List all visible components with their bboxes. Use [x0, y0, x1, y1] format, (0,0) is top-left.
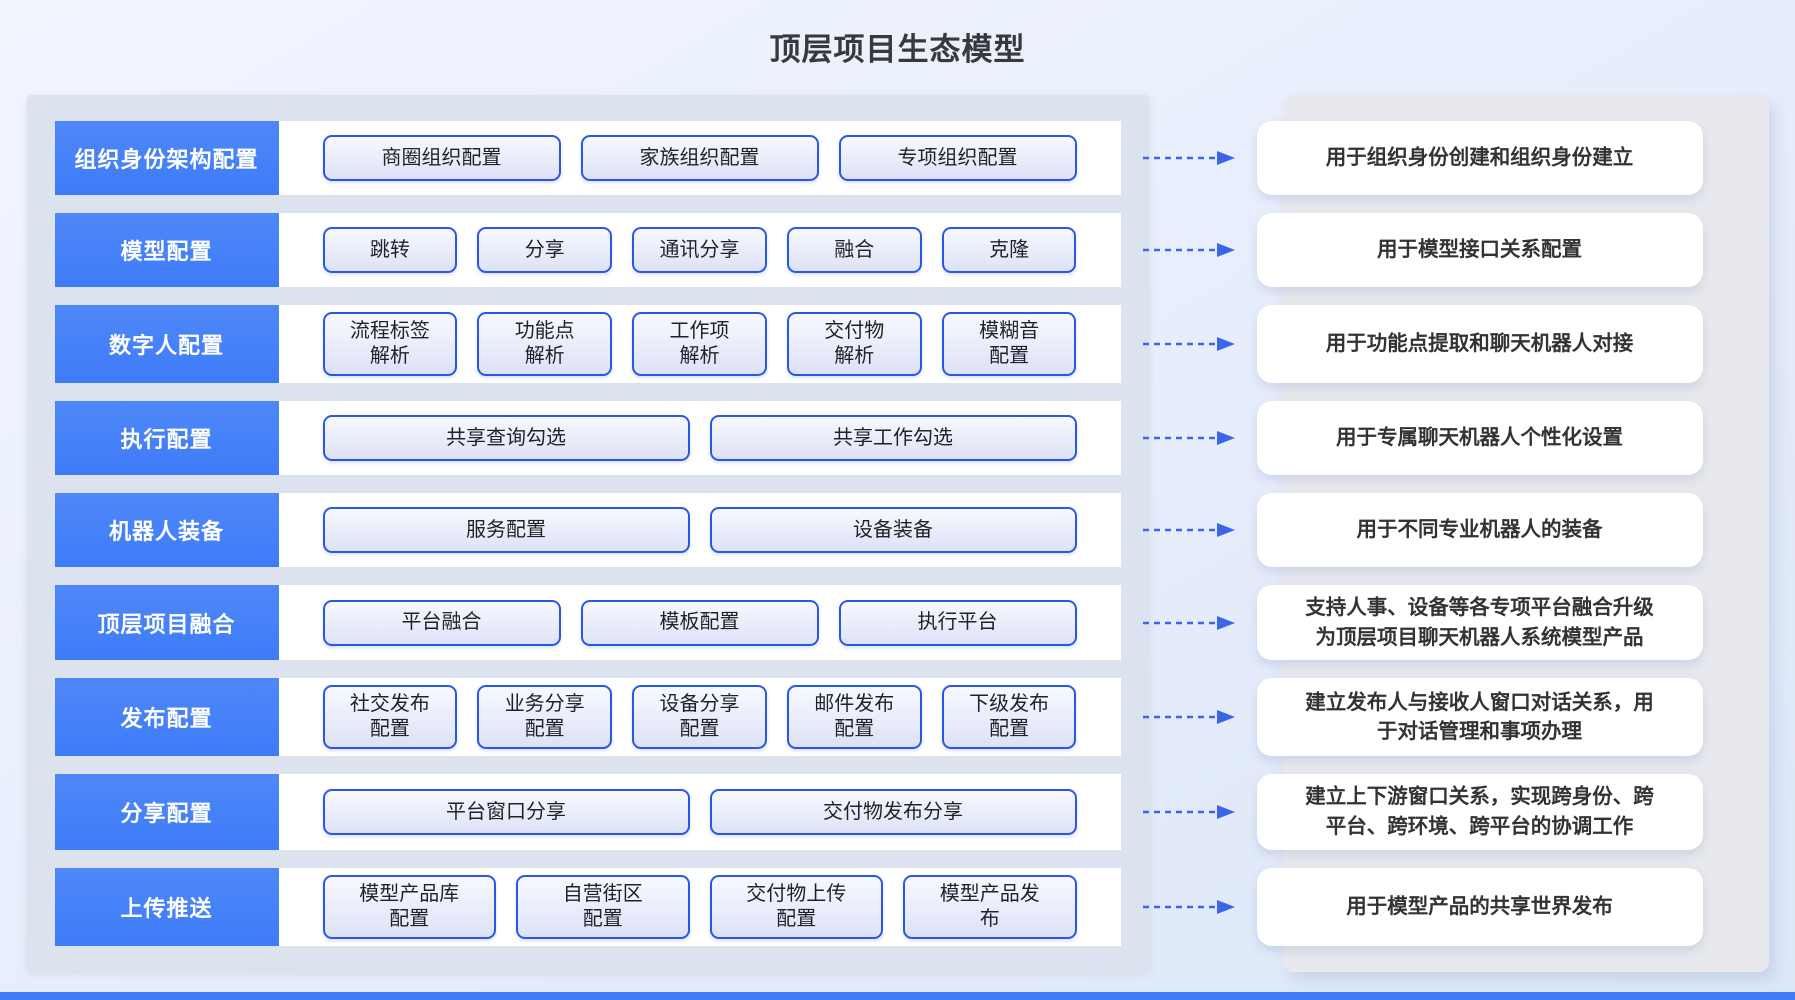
config-row: 顶层项目融合 平台融合模板配置执行平台: [54, 585, 1121, 661]
config-row: 模型配置 跳转分享通讯分享融合克隆: [54, 213, 1121, 287]
page-title: 顶层项目生态模型: [769, 32, 1026, 67]
description-text: 用于模型接口关系配置: [1377, 238, 1582, 262]
dashed-right-arrow-icon: [1121, 774, 1257, 849]
row-label: 执行配置: [54, 401, 279, 475]
item-box: 下级发布 配置: [941, 685, 1077, 750]
item-box: 邮件发布 配置: [786, 685, 922, 750]
row-label: 模型配置: [54, 213, 279, 287]
row-items: 服务配置设备装备: [279, 493, 1121, 567]
row-label: 上传推送: [54, 867, 279, 946]
dashed-right-arrow-icon: [1121, 868, 1257, 946]
item-box: 模型产品发 布: [903, 874, 1077, 939]
item-box: 工作项 解析: [632, 312, 767, 376]
config-row: 发布配置 社交发布 配置业务分享 配置设备分享 配置邮件发布 配置下级发布 配置: [54, 678, 1121, 757]
config-row: 分享配置 平台窗口分享交付物发布分享: [54, 774, 1121, 850]
item-box: 模型产品库 配置: [322, 874, 496, 939]
item-box: 专项组织配置: [838, 135, 1077, 181]
item-box: 流程标签 解析: [322, 312, 458, 376]
description-text: 建立发布人与接收人窗口对话关系，用于对话管理和事项办理: [1305, 690, 1654, 744]
item-box: 执行平台: [838, 599, 1077, 646]
item-box: 模糊音 配置: [941, 312, 1077, 376]
item-box: 分享: [477, 227, 613, 273]
diagram-band: 数字人配置 流程标签 解析功能点 解析工作项 解析交付物 解析模糊音 配置 用于…: [27, 305, 1769, 383]
description-card: 用于模型接口关系配置: [1256, 213, 1703, 287]
item-box: 模板配置: [580, 599, 819, 646]
config-row: 组织身份架构配置 商圈组织配置家族组织配置专项组织配置: [54, 121, 1121, 195]
item-box: 设备装备: [709, 507, 1077, 553]
dashed-right-arrow-icon: [1121, 585, 1257, 660]
description-card: 支持人事、设备等各专项平台融合升级为顶层项目聊天机器人系统模型产品: [1256, 585, 1703, 661]
description-text: 用于专属聊天机器人个性化设置: [1336, 426, 1623, 450]
row-label: 组织身份架构配置: [54, 121, 279, 195]
item-box: 共享工作勾选: [709, 415, 1077, 461]
item-box: 交付物上传 配置: [709, 874, 883, 939]
item-box: 商圈组织配置: [322, 135, 561, 181]
description-card: 建立上下游窗口关系，实现跨身份、跨平台、跨环境、跨平台的协调工作: [1256, 774, 1703, 850]
row-label: 顶层项目融合: [54, 585, 279, 661]
item-box: 社交发布 配置: [322, 685, 458, 750]
diagram-band: 模型配置 跳转分享通讯分享融合克隆 用于模型接口关系配置: [27, 213, 1769, 287]
diagram-band: 执行配置 共享查询勾选共享工作勾选 用于专属聊天机器人个性化设置: [27, 401, 1769, 475]
item-box: 设备分享 配置: [632, 685, 767, 750]
dashed-right-arrow-icon: [1121, 121, 1257, 195]
ecosystem-diagram: 组织身份架构配置 商圈组织配置家族组织配置专项组织配置 用于组织身份创建和组织身…: [26, 95, 1769, 972]
row-label: 机器人装备: [54, 493, 279, 567]
diagram-band: 组织身份架构配置 商圈组织配置家族组织配置专项组织配置 用于组织身份创建和组织身…: [27, 121, 1769, 195]
diagram-band: 机器人装备 服务配置设备装备 用于不同专业机器人的装备: [27, 493, 1769, 567]
item-box: 融合: [786, 227, 922, 273]
description-card: 用于不同专业机器人的装备: [1256, 493, 1703, 567]
config-row: 数字人配置 流程标签 解析功能点 解析工作项 解析交付物 解析模糊音 配置: [54, 305, 1121, 383]
dashed-right-arrow-icon: [1121, 493, 1257, 567]
description-text: 用于组织身份创建和组织身份建立: [1325, 146, 1634, 170]
description-card: 用于专属聊天机器人个性化设置: [1256, 401, 1703, 475]
diagram-band: 顶层项目融合 平台融合模板配置执行平台 支持人事、设备等各专项平台融合升级为顶层…: [27, 585, 1769, 661]
dashed-right-arrow-icon: [1121, 678, 1257, 756]
item-box: 跳转: [322, 227, 458, 273]
row-items: 平台窗口分享交付物发布分享: [279, 774, 1121, 849]
item-box: 功能点 解析: [477, 312, 613, 376]
description-text: 建立上下游窗口关系，实现跨身份、跨平台、跨环境、跨平台的协调工作: [1305, 785, 1654, 839]
description-card: 建立发布人与接收人窗口对话关系，用于对话管理和事项办理: [1256, 678, 1703, 757]
item-box: 业务分享 配置: [477, 685, 613, 750]
item-box: 平台窗口分享: [322, 789, 690, 836]
dashed-right-arrow-icon: [1121, 305, 1257, 383]
config-row: 上传推送 模型产品库 配置自营街区 配置交付物上传 配置模型产品发 布: [54, 867, 1121, 946]
item-box: 交付物发布分享: [709, 789, 1077, 836]
description-card: 用于功能点提取和聊天机器人对接: [1256, 305, 1703, 383]
config-row: 执行配置 共享查询勾选共享工作勾选: [54, 401, 1121, 475]
row-items: 共享查询勾选共享工作勾选: [279, 401, 1121, 475]
description-text: 用于不同专业机器人的装备: [1356, 518, 1603, 542]
item-box: 家族组织配置: [580, 135, 819, 181]
row-items: 流程标签 解析功能点 解析工作项 解析交付物 解析模糊音 配置: [279, 305, 1121, 383]
row-items: 商圈组织配置家族组织配置专项组织配置: [279, 121, 1121, 195]
row-label: 数字人配置: [54, 305, 279, 383]
dashed-right-arrow-icon: [1121, 401, 1257, 475]
description-text: 用于功能点提取和聊天机器人对接: [1325, 332, 1634, 356]
row-items: 社交发布 配置业务分享 配置设备分享 配置邮件发布 配置下级发布 配置: [279, 678, 1121, 756]
diagram-band: 发布配置 社交发布 配置业务分享 配置设备分享 配置邮件发布 配置下级发布 配置…: [27, 678, 1769, 757]
bands: 组织身份架构配置 商圈组织配置家族组织配置专项组织配置 用于组织身份创建和组织身…: [27, 95, 1769, 972]
item-box: 克隆: [941, 227, 1077, 273]
row-label: 分享配置: [54, 774, 279, 850]
diagram-band: 分享配置 平台窗口分享交付物发布分享 建立上下游窗口关系，实现跨身份、跨平台、跨…: [27, 774, 1769, 850]
diagram-band: 上传推送 模型产品库 配置自营街区 配置交付物上传 配置模型产品发 布 用于模型…: [27, 867, 1769, 946]
item-box: 服务配置: [322, 507, 690, 553]
dashed-right-arrow-icon: [1121, 213, 1257, 287]
item-box: 交付物 解析: [786, 312, 922, 376]
bottom-accent-bar: [0, 992, 1795, 1000]
row-label: 发布配置: [54, 678, 279, 757]
item-box: 自营街区 配置: [516, 874, 690, 939]
description-card: 用于组织身份创建和组织身份建立: [1256, 121, 1703, 195]
description-text: 支持人事、设备等各专项平台融合升级为顶层项目聊天机器人系统模型产品: [1305, 596, 1654, 649]
description-card: 用于模型产品的共享世界发布: [1256, 867, 1703, 946]
config-row: 机器人装备 服务配置设备装备: [54, 493, 1121, 567]
item-box: 平台融合: [322, 599, 561, 646]
item-box: 通讯分享: [632, 227, 767, 273]
row-items: 模型产品库 配置自营街区 配置交付物上传 配置模型产品发 布: [279, 868, 1121, 946]
row-items: 平台融合模板配置执行平台: [279, 585, 1121, 660]
item-box: 共享查询勾选: [322, 415, 690, 461]
description-text: 用于模型产品的共享世界发布: [1346, 895, 1613, 919]
row-items: 跳转分享通讯分享融合克隆: [279, 213, 1121, 287]
